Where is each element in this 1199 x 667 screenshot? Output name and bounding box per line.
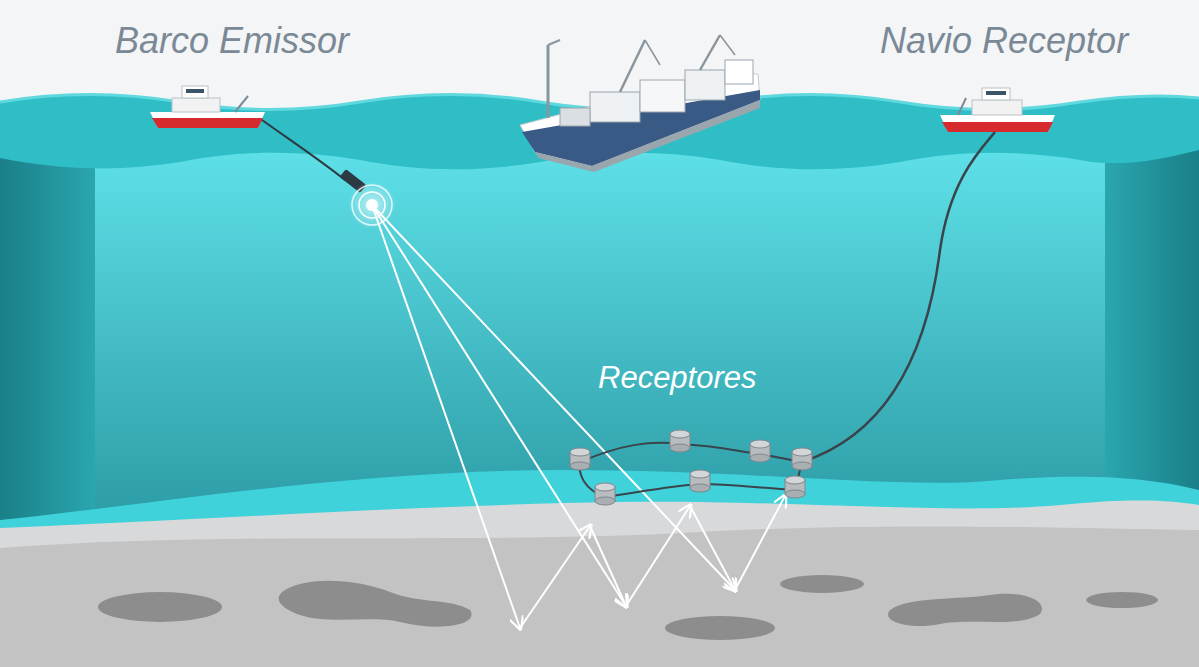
reservoir [279,581,472,627]
flare-tower [548,40,560,45]
sediment-layer [0,500,1199,667]
reflection [690,506,735,590]
module [640,80,685,112]
emitter-boat [150,86,265,128]
rock-layer [0,526,1199,667]
reservoir [665,616,775,640]
platform-ship [520,35,760,172]
crane [720,35,735,55]
crane [958,98,966,115]
array-label: Receptores [598,360,757,396]
crane [645,40,660,65]
left-wall [0,140,95,565]
crane [235,96,248,112]
hull [150,112,265,128]
reservoir [1086,592,1158,608]
flare-tower [547,45,550,118]
vessel-label: Barco Emissor [115,20,349,62]
reservoir [888,594,1042,626]
ray [372,205,735,590]
bridge [182,86,208,98]
receiver-node [570,448,590,470]
crane [620,40,645,92]
bridge [982,88,1010,100]
seabed [0,470,1199,667]
reflection [520,526,590,628]
crane [700,35,720,70]
module [685,70,725,100]
cabin [972,100,1022,115]
reservoir [98,592,222,622]
hull-stripe [152,118,263,128]
reservoir [780,575,864,593]
reflection [590,526,626,606]
ray [372,205,626,606]
riser-cable [802,132,995,462]
module [590,92,640,122]
hull-stripe [942,122,1053,132]
receiver-node [750,440,770,462]
reflection [735,496,785,590]
seabed-surface [0,470,1199,667]
receiver-boat [940,88,1055,132]
receiver-node [690,470,710,492]
receiver-node [595,483,615,505]
receiver-node [670,430,690,452]
node-cable [580,443,802,497]
window [986,91,1006,95]
receiver-array [570,132,995,505]
reflection [626,506,690,606]
ray [372,205,520,628]
seismic-rays [372,205,785,628]
hull [940,115,1055,132]
receiver-node [792,448,812,470]
vessel-label: Navio Receptor [880,20,1128,62]
module [560,108,590,126]
receiver-node [785,476,805,498]
tow-cable [262,120,345,180]
accommodation [725,60,753,84]
cabin [172,98,220,112]
window [186,89,204,93]
